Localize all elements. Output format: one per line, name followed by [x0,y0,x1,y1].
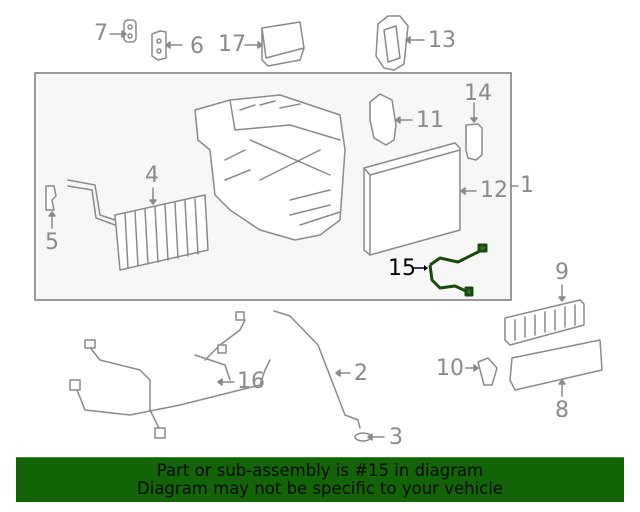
banner-line-1: Part or sub-assembly is #15 in diagram [156,461,484,480]
part-11-icon [369,93,413,146]
part-17-icon [244,21,305,67]
callout-7[interactable]: 7 [94,21,108,46]
part-14-icon [465,102,483,161]
part-10-icon [465,357,498,386]
callout-2[interactable]: 2 [354,361,368,386]
part-15-highlighted-icon [412,243,488,297]
part-2-icon [273,310,361,429]
callout-15-highlighted[interactable]: 15 [388,256,416,281]
part-6-icon [151,30,183,61]
part-4-icon [67,179,209,271]
callout-12[interactable]: 12 [480,178,508,203]
callout-11[interactable]: 11 [416,108,444,133]
part-13-icon [375,15,425,71]
part-9-icon [504,284,585,346]
callout-6[interactable]: 6 [190,34,204,59]
callout-5[interactable]: 5 [45,230,59,255]
callout-16[interactable]: 16 [237,369,265,394]
part-8-icon [509,339,603,397]
callout-3[interactable]: 3 [389,425,403,450]
callout-8[interactable]: 8 [555,398,569,423]
part-12-icon [363,142,477,256]
part-16-icon [69,311,271,439]
callout-14[interactable]: 14 [464,81,492,106]
part-3-icon [354,432,385,442]
part-5-icon [45,185,57,229]
callout-9[interactable]: 9 [555,260,569,285]
callout-4[interactable]: 4 [145,163,159,188]
part-7-icon [109,19,137,43]
hvac-case-icon [194,94,346,241]
callout-17[interactable]: 17 [218,32,246,57]
callout-1[interactable]: 1 [520,173,534,198]
callout-10[interactable]: 10 [436,356,464,381]
info-banner: Part or sub-assembly is #15 in diagram D… [16,457,624,502]
banner-line-2: Diagram may not be specific to your vehi… [137,479,503,498]
callout-13[interactable]: 13 [428,28,456,53]
